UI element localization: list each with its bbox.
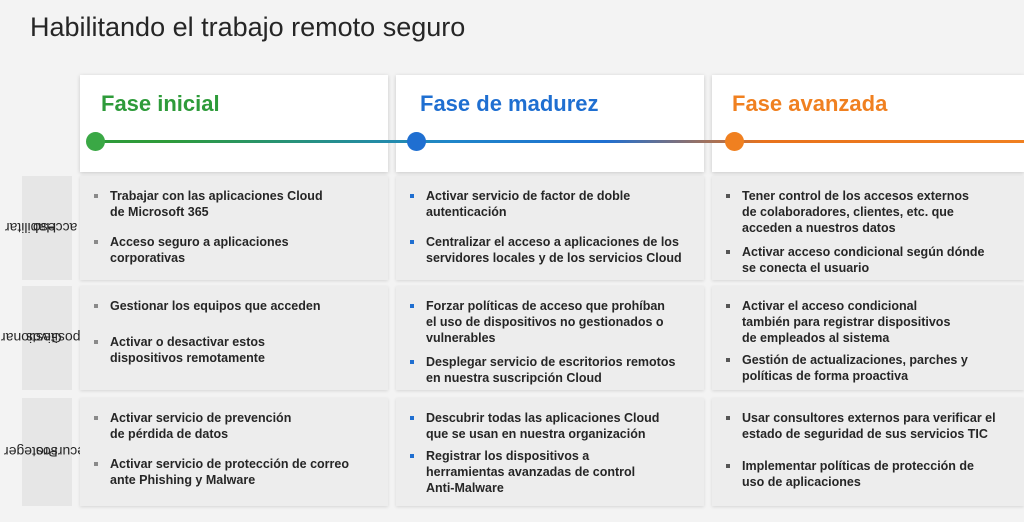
list-item: Gestionar los equipos que acceden bbox=[94, 298, 374, 314]
list-item: Activar servicio de protección de correo… bbox=[94, 456, 374, 488]
page-title: Habilitando el trabajo remoto seguro bbox=[30, 12, 466, 42]
list-item: Desplegar servicio de escritorios remoto… bbox=[410, 354, 690, 386]
list-item: Usar consultores externos para verificar… bbox=[726, 410, 1010, 442]
phase-title-avanzada: Fase avanzada bbox=[732, 91, 888, 116]
timeline-dot-inicial bbox=[86, 132, 105, 151]
phase-card-inicial: Fase inicial bbox=[80, 75, 388, 172]
phase-card-avanzada: Fase avanzada bbox=[712, 75, 1024, 172]
phase-card-madurez: Fase de madurez bbox=[396, 75, 704, 172]
phase-title-madurez: Fase de madurez bbox=[420, 91, 599, 116]
list-item: Centralizar el acceso a aplicaciones de … bbox=[410, 234, 690, 266]
timeline-dot-avanzada bbox=[725, 132, 744, 151]
cell-proteger-avanzada: Usar consultores externos para verificar… bbox=[712, 398, 1024, 506]
timeline-line bbox=[94, 140, 1024, 143]
cell-gestionar-inicial: Gestionar los equipos que acceden Activa… bbox=[80, 286, 388, 390]
phase-title-inicial: Fase inicial bbox=[101, 91, 220, 116]
timeline-dot-madurez bbox=[407, 132, 426, 151]
